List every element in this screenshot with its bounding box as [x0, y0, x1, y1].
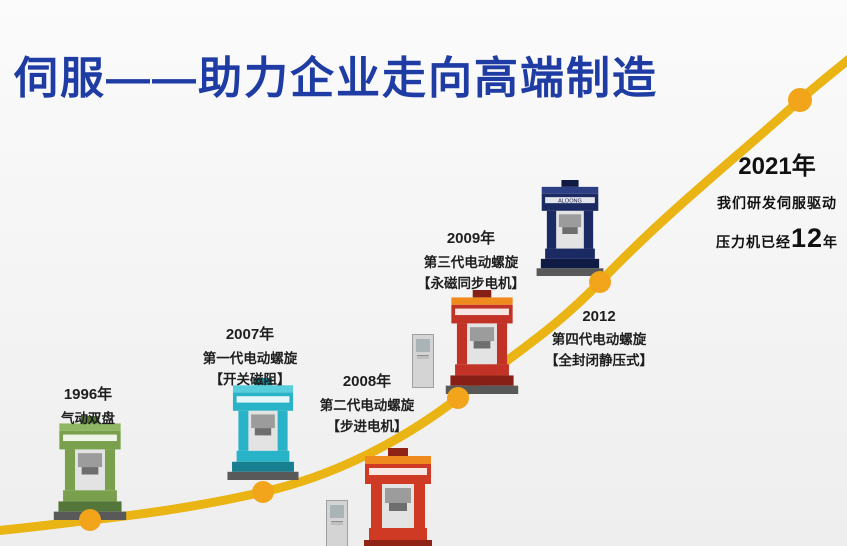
press-machine-1996 [48, 416, 132, 520]
page-title: 伺服——助力企业走向高端制造 [14, 54, 658, 103]
cabinet-screen [416, 339, 430, 352]
milestone-2021: 2021年 我们研发伺服驱动 压力机已经12年 [693, 146, 847, 254]
svg-text:ALOONG: ALOONG [558, 198, 582, 204]
milestone-2008: 2008年 第二代电动螺旋 【步进电机】 [297, 370, 437, 437]
milestone-2012-line1: 第四代电动螺旋 [551, 332, 647, 347]
milestone-2008-line1: 第二代电动螺旋 [319, 398, 415, 413]
milestone-2021-line2: 压力机已经12年 [693, 223, 847, 254]
cabinet-vent [331, 521, 343, 525]
milestone-2008-line2: 【步进电机】 [326, 419, 408, 434]
press-machine-2008 [326, 448, 444, 546]
press-machine-illustration-2009 [445, 290, 519, 394]
press-machine-illustration-2007 [227, 378, 299, 480]
milestone-2012-year: 2012 [582, 308, 616, 325]
cabinet-vent [417, 355, 429, 359]
milestone-2009-year: 2009年 [446, 230, 496, 247]
milestone-2007-year: 2007年 [225, 326, 275, 343]
milestone-2009: 2009年 第三代电动螺旋 【永磁同步电机】 [393, 227, 549, 294]
milestone-2007-line1: 第一代电动螺旋 [202, 351, 298, 366]
milestone-2012-line2: 【全封闭静压式】 [545, 353, 653, 368]
milestone-2009-line1: 第三代电动螺旋 [423, 255, 519, 270]
timeline-dot-2007 [252, 481, 274, 503]
milestone-1996-year: 1996年 [63, 386, 113, 403]
control-cabinet [326, 500, 348, 546]
press-machine-2009 [412, 290, 526, 394]
cabinet-screen [330, 505, 344, 518]
milestone-2021-line2-prefix: 压力机已经 [715, 234, 791, 250]
milestone-2021-line1: 我们研发伺服驱动 [717, 195, 837, 211]
milestone-2021-year: 2021年 [738, 153, 816, 180]
press-machine-2007 [220, 378, 306, 480]
milestone-2021-years-count: 12 [790, 223, 824, 253]
press-machine-illustration-1996 [53, 416, 127, 520]
milestone-2021-line2-suffix: 年 [823, 234, 839, 250]
milestone-2012: 2012 第四代电动螺旋 【全封闭静压式】 [521, 308, 677, 371]
press-machine-illustration-2008 [364, 448, 432, 546]
milestone-1996-line1: 气动双盘 [61, 411, 115, 426]
milestone-2009-line2: 【永磁同步电机】 [417, 276, 525, 291]
timeline-dot-2021 [788, 88, 812, 112]
milestone-1996: 1996年 气动双盘 [28, 383, 148, 429]
milestone-2008-year: 2008年 [342, 373, 392, 390]
